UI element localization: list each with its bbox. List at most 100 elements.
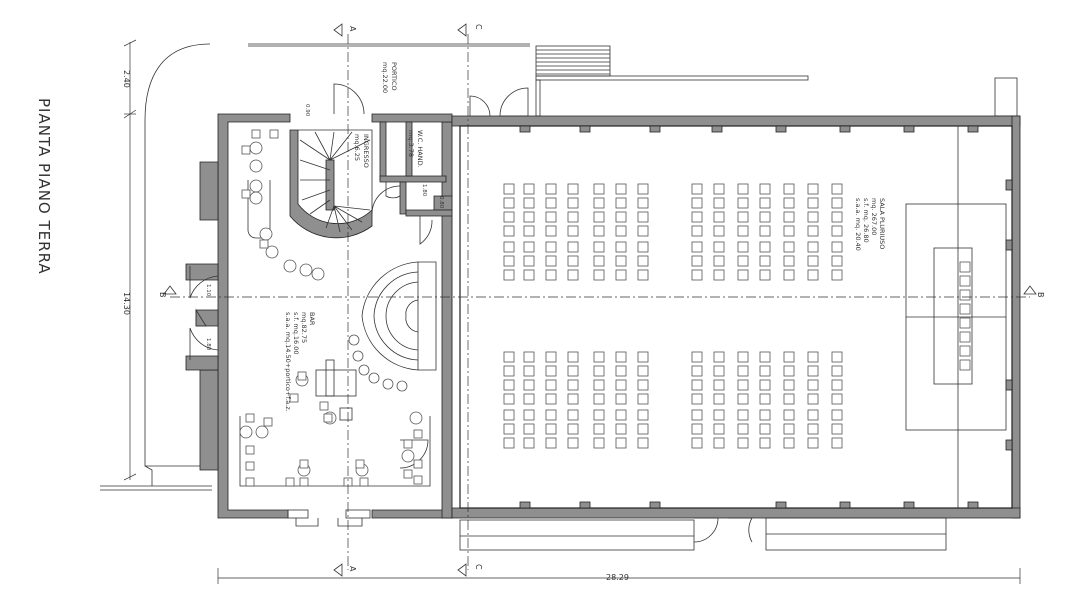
svg-text:BAR: BAR — [308, 312, 316, 326]
seat — [713, 437, 725, 449]
svg-text:s.f. mq. 26.80: s.f. mq. 26.80 — [862, 198, 870, 243]
seat — [593, 379, 605, 391]
seat — [759, 409, 771, 421]
svg-text:B: B — [158, 292, 167, 298]
seat — [637, 211, 649, 223]
seat — [615, 269, 627, 281]
seat — [691, 197, 703, 209]
room-label-ingresso: INGRESSO mq.6.25 — [353, 134, 370, 168]
seat — [503, 241, 515, 253]
seat — [523, 423, 535, 435]
seat — [759, 269, 771, 281]
seat — [783, 379, 795, 391]
seat — [503, 255, 515, 267]
seat — [713, 379, 725, 391]
seat — [831, 197, 843, 209]
stage-seat — [959, 275, 971, 287]
svg-text:s.a.a. mq.14.50+portico+f.a.z.: s.a.a. mq.14.50+portico+f.a.z. — [284, 312, 292, 412]
seat — [637, 365, 649, 377]
seat — [637, 241, 649, 253]
seat — [831, 351, 843, 363]
seat — [503, 269, 515, 281]
seat — [545, 437, 557, 449]
doors — [189, 83, 753, 543]
seat — [691, 269, 703, 281]
seat — [783, 269, 795, 281]
seat — [713, 211, 725, 223]
seat — [783, 225, 795, 237]
svg-text:A: A — [348, 566, 357, 572]
seat — [691, 365, 703, 377]
seat — [567, 269, 579, 281]
seat — [759, 211, 771, 223]
seat — [545, 365, 557, 377]
seat — [637, 351, 649, 363]
seat — [807, 225, 819, 237]
stage-seat — [959, 331, 971, 343]
seat — [737, 365, 749, 377]
seat — [567, 255, 579, 267]
seat — [615, 365, 627, 377]
seat — [545, 379, 557, 391]
external-stair — [535, 45, 1018, 117]
seat — [691, 351, 703, 363]
seat — [637, 183, 649, 195]
seat — [615, 437, 627, 449]
seat — [737, 409, 749, 421]
svg-text:mq.82.75: mq.82.75 — [300, 312, 308, 343]
seat — [637, 269, 649, 281]
bar-counter — [239, 180, 437, 487]
seat — [737, 197, 749, 209]
seat — [713, 197, 725, 209]
seat — [831, 379, 843, 391]
seat — [783, 393, 795, 405]
dimension-bottom: 28.29 — [217, 568, 1021, 584]
seat — [523, 365, 535, 377]
seat — [503, 379, 515, 391]
seat — [759, 255, 771, 267]
seat — [637, 225, 649, 237]
bar-tables — [239, 129, 423, 487]
seat — [807, 351, 819, 363]
seat — [615, 423, 627, 435]
section-axes — [170, 34, 1030, 570]
svg-text:INGRESSO: INGRESSO — [362, 134, 370, 168]
site-boundary-inner — [144, 45, 530, 486]
stage-seats — [959, 261, 971, 371]
seat — [737, 379, 749, 391]
seat — [567, 197, 579, 209]
svg-text:A: A — [348, 26, 357, 32]
stage-seat — [959, 261, 971, 273]
seat — [615, 197, 627, 209]
seat — [523, 211, 535, 223]
seat — [545, 241, 557, 253]
seat — [783, 437, 795, 449]
seat — [545, 423, 557, 435]
seat — [783, 423, 795, 435]
seat — [545, 409, 557, 421]
seat — [503, 423, 515, 435]
seat — [567, 393, 579, 405]
stage-seat — [959, 289, 971, 301]
seat — [737, 351, 749, 363]
seat — [615, 255, 627, 267]
seat — [567, 351, 579, 363]
seat — [807, 255, 819, 267]
window-label-4: 1.80 — [421, 184, 427, 197]
seat — [831, 211, 843, 223]
svg-text:C: C — [474, 564, 483, 570]
window-labels: 1.10 1.80 0.90 1.80 0.80 — [205, 104, 444, 351]
seat — [637, 423, 649, 435]
seat — [713, 351, 725, 363]
window-label-1: 1.10 — [205, 284, 211, 297]
seat — [691, 379, 703, 391]
seat — [615, 211, 627, 223]
seat — [783, 255, 795, 267]
seat — [713, 365, 725, 377]
seat — [503, 197, 515, 209]
seat — [807, 437, 819, 449]
seat — [737, 437, 749, 449]
seat — [593, 351, 605, 363]
stage-seat — [959, 303, 971, 315]
seat — [831, 437, 843, 449]
